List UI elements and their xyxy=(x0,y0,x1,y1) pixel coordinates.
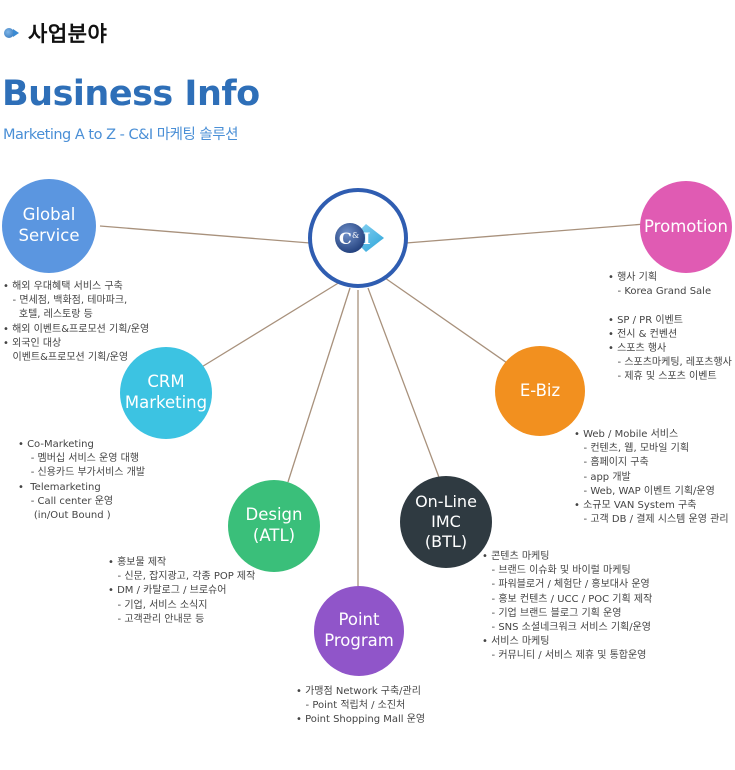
line-global xyxy=(99,225,311,244)
node-global-service: Global Service xyxy=(2,179,96,273)
node-design-atl: Design (ATL) xyxy=(228,480,320,572)
hero-title: Business Info xyxy=(2,74,260,114)
logo-i: I xyxy=(363,229,370,248)
node-promotion: Promotion xyxy=(640,181,732,273)
desc-online-imc: • 콘텐츠 마케팅 - 브랜드 이슈화 및 바이럴 마케팅 - 파워블로거 / … xyxy=(482,551,653,662)
logo-amp: & xyxy=(352,231,359,240)
desc-promotion: • 행사 기획 - Korea Grand Sale • SP / PR 이벤트… xyxy=(608,272,732,383)
line-design xyxy=(287,287,351,483)
node-e-biz: E-Biz xyxy=(495,346,585,436)
ci-logo-icon: C & I xyxy=(335,223,384,253)
line-promotion xyxy=(405,223,646,244)
title-bullet-icon xyxy=(4,28,19,38)
center-logo-node: C & I xyxy=(308,188,408,288)
desc-global-service: • 해외 우대혜택 서비스 구축 - 면세점, 백화점, 테마파크, 호텔, 레… xyxy=(3,281,150,364)
desc-e-biz: • Web / Mobile 서비스 - 컨텐츠, 웹, 모바일 기획 - 홈페… xyxy=(574,429,729,526)
hero-subtitle: Marketing A to Z - C&I 마케팅 솔루션 xyxy=(3,127,238,143)
desc-point-program: • 가맹점 Network 구축/관리 - Point 적립처 / 소진처 • … xyxy=(296,686,426,726)
logo-c: C xyxy=(339,229,352,248)
line-ebiz xyxy=(384,277,511,366)
page-title: 사업분야 xyxy=(28,22,108,46)
line-online xyxy=(367,287,441,481)
desc-design-atl: • 홍보물 제작 - 신문, 잡지광고, 각종 POP 제작 • DM / 카탈… xyxy=(108,557,256,625)
node-crm-marketing: CRM Marketing xyxy=(120,347,212,439)
page-title-row: 사업분야 xyxy=(4,18,107,48)
node-online-imc: On-Line IMC (BTL) xyxy=(400,476,492,568)
node-point-program: Point Program xyxy=(314,586,404,676)
line-crm xyxy=(199,281,341,369)
desc-crm-marketing: • Co-Marketing - 멤버십 서비스 운영 대행 - 신용카드 부가… xyxy=(18,439,146,522)
